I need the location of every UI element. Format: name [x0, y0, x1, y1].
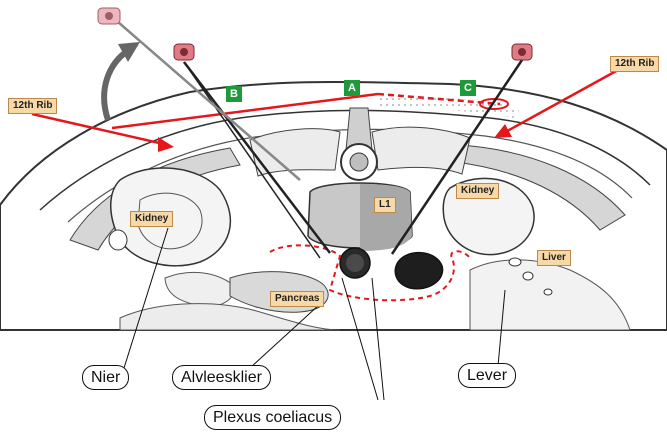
- small-vessel-3: [544, 289, 552, 295]
- legend-nier: Nier: [82, 365, 129, 390]
- small-vessel-1: [509, 258, 521, 266]
- approach-b-marker: B: [226, 86, 242, 102]
- needle-hub-a: [98, 8, 120, 24]
- vena-cava: [395, 253, 442, 289]
- pancreas-label: Pancreas: [270, 291, 324, 307]
- small-vessel-2: [523, 272, 533, 280]
- paraspinal-muscle-left: [250, 129, 340, 176]
- vertebral-body-shadow: [360, 184, 412, 251]
- rib-label-left: 12th Rib: [8, 98, 57, 114]
- approach-c-marker: C: [460, 80, 476, 96]
- spinal-cord: [350, 153, 368, 171]
- legend-alvleesklier: Alvleesklier: [172, 365, 271, 390]
- kidney-label-right: Kidney: [456, 183, 499, 199]
- rib-label-right: 12th Rib: [610, 56, 659, 72]
- needle-hub-b: [174, 44, 194, 60]
- l1-label: L1: [374, 197, 396, 213]
- legend-lever: Lever: [458, 363, 516, 388]
- aorta-lumen: [346, 254, 364, 272]
- paraspinal-muscle-right: [372, 127, 470, 174]
- needle-hub-c: [512, 44, 532, 60]
- liver-label: Liver: [537, 250, 571, 266]
- legend-plexus-coeliacus: Plexus coeliacus: [204, 405, 341, 430]
- approach-a-marker: A: [344, 80, 360, 96]
- small-vessel-4: [109, 230, 127, 250]
- kidney-label-left: Kidney: [130, 211, 173, 227]
